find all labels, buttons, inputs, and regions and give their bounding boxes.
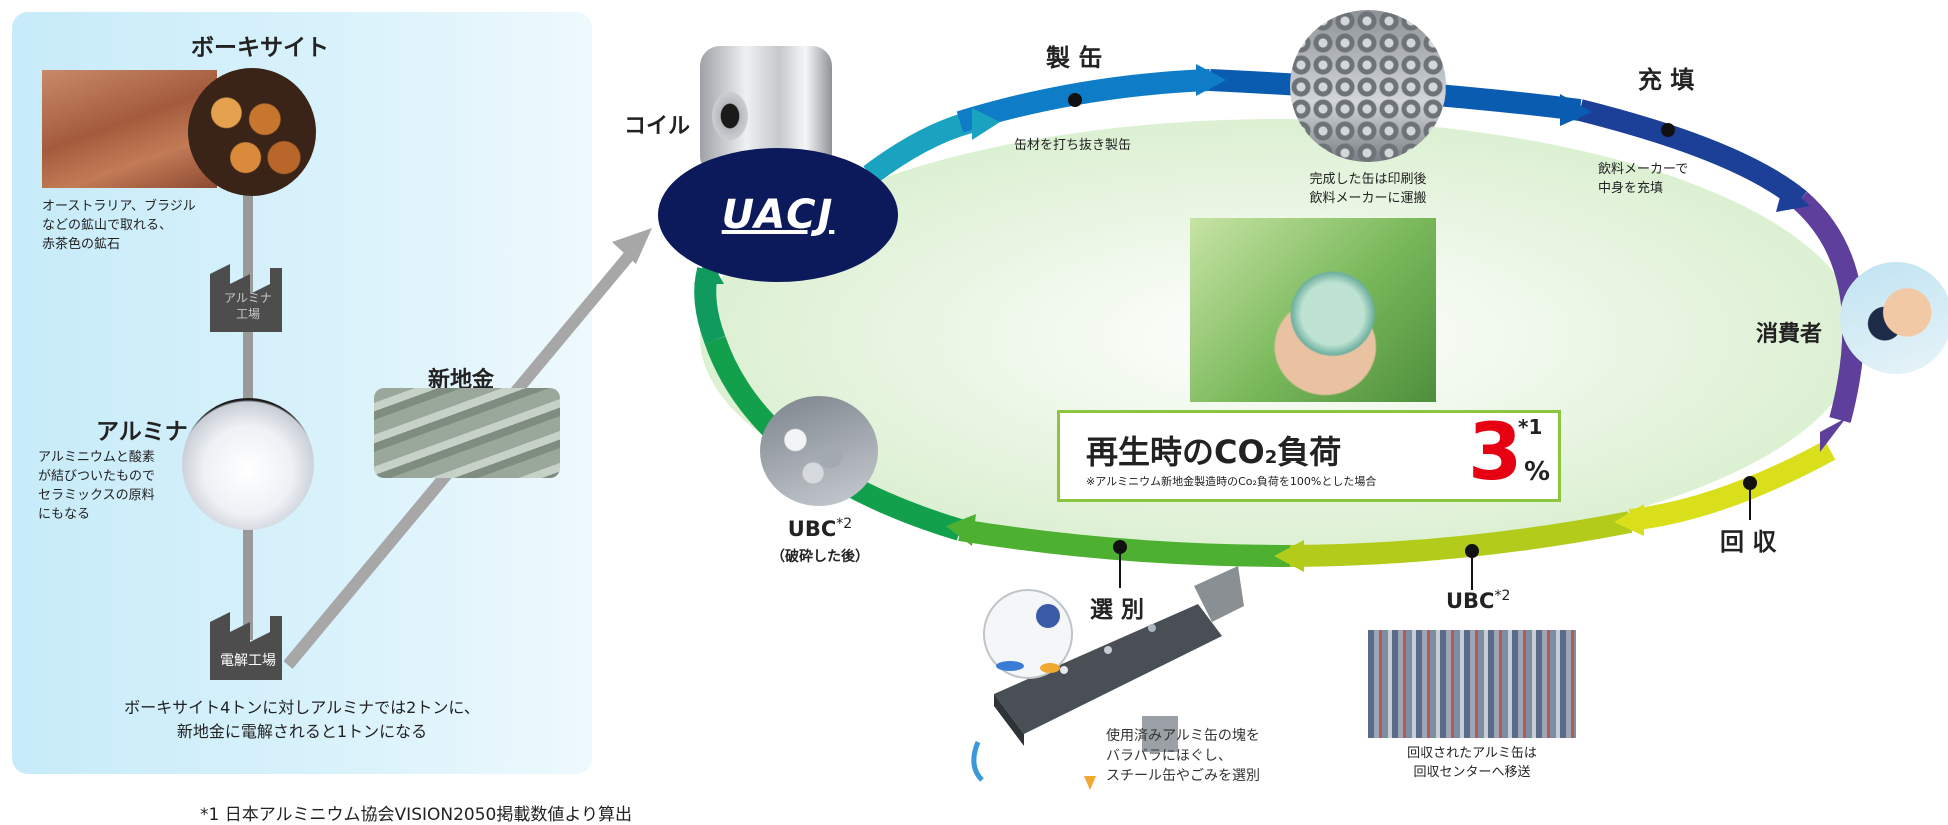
filling-desc-line: 飲料メーカーで	[1598, 162, 1689, 177]
cans-desc-line: 完成した缶は印刷後	[1309, 172, 1427, 187]
alumina-desc-line: が結びついたもので	[38, 469, 156, 484]
summary-line: 新地金に電解されると1トンになる	[176, 722, 428, 741]
ubc-bale-photo	[1368, 630, 1576, 738]
loop-arc-blue	[956, 69, 1211, 133]
uacj-logo	[658, 148, 898, 282]
bauxite-photo	[188, 68, 316, 196]
arrowhead	[1196, 64, 1226, 96]
smelter-label: 電解工場	[220, 653, 276, 669]
step-sorting-title: 選 別	[1090, 597, 1145, 623]
magnet-icon	[1036, 604, 1060, 628]
co2-title-post: 負荷	[1277, 433, 1342, 471]
bauxite-desc-line: オーストラリア、ブラジル	[42, 199, 196, 214]
alumina-desc-line: セラミックスの原料	[38, 488, 155, 503]
loop-arc-yellow	[1628, 440, 1836, 531]
co2-title: 再生時のCO2負荷	[1086, 427, 1341, 473]
bauxite-description: オーストラリア、ブラジル などの鉱山で取れる、 赤茶色の鉱石	[42, 197, 242, 254]
alumina-desc-line: アルミニウムと酸素	[38, 450, 155, 465]
step-ubc-crushed-title: UBC*2	[760, 516, 880, 541]
step-filling-title: 充 填	[1638, 66, 1695, 94]
bauxite-desc-line: などの鉱山で取れる、	[42, 218, 173, 233]
bauxite-mine-photo	[42, 70, 217, 188]
ingot-photo	[374, 388, 560, 478]
summary-line: ボーキサイト4トンに対しアルミナでは2トンに、	[124, 698, 480, 717]
coil-label: コイル	[624, 114, 691, 139]
earth-in-hands-photo	[1190, 218, 1436, 402]
alumina-desc-line: にもなる	[38, 507, 91, 522]
co2-note: ※アルミニウム新地金製造時のCo₂負荷を100%とした場合	[1086, 475, 1377, 488]
alumina-factory-line: アルミナ	[224, 291, 272, 305]
co2-unit: %	[1524, 457, 1551, 487]
arrowhead	[972, 108, 1000, 140]
step-ubc-title: UBC*2	[1446, 588, 1510, 613]
arrowhead	[1820, 418, 1846, 452]
bauxite-title: ボーキサイト	[191, 35, 329, 61]
arrowhead	[1614, 504, 1644, 536]
coil-core	[712, 92, 748, 140]
sorting-desc: 使用済みアルミ缶の塊を バラバラにほぐし、 スチール缶やごみを選別	[1106, 726, 1260, 786]
ubc-sup: *2	[1494, 588, 1511, 604]
panel-summary: ボーキサイト4トンに対しアルミナでは2トンに、 新地金に電解されると1トンになる	[12, 696, 592, 744]
ubc-crushed-label: UBC	[787, 517, 837, 541]
consumer-photo	[1840, 262, 1948, 374]
ubc-desc-line: 回収センターへ移送	[1413, 765, 1531, 780]
factory-icon	[210, 612, 282, 680]
filling-desc-line: 中身を充填	[1598, 181, 1664, 196]
co2-box: 再生時のCO2負荷 ※アルミニウム新地金製造時のCo₂負荷を100%とした場合 …	[1057, 408, 1561, 502]
step-consumer-title: 消費者	[1756, 322, 1823, 347]
co2-title-sub: 2	[1264, 447, 1278, 468]
bauxite-desc-line: 赤茶色の鉱石	[42, 237, 121, 252]
step-collection-title: 回 収	[1720, 528, 1777, 556]
alumina-photo	[182, 398, 314, 530]
alumina-factory-line: 工場	[235, 307, 260, 321]
ubc-desc-line: 回収されたアルミ缶は	[1407, 746, 1537, 761]
arrowhead	[1560, 94, 1592, 126]
flow-arrowhead	[612, 228, 652, 264]
factory-icon	[210, 264, 282, 332]
alumina-factory-label: アルミナ 工場	[214, 290, 282, 322]
ubc-crushed-sup: *2	[836, 516, 853, 532]
loop-arc-lime	[1289, 511, 1633, 567]
cans-desc-line: 飲料メーカーに運搬	[1309, 191, 1427, 206]
alumina-title: アルミナ	[96, 419, 188, 445]
arrowhead	[1274, 540, 1304, 572]
co2-title-pre: 再生時のCO	[1086, 433, 1265, 471]
co2-sup: *1	[1518, 415, 1543, 439]
ubc-label: UBC	[1446, 589, 1495, 613]
arrowhead	[946, 514, 976, 546]
sorting-conveyor-illustration	[971, 566, 1244, 790]
uacj-logo-text: UACJ	[721, 192, 835, 238]
co2-value: 3	[1468, 408, 1523, 498]
crushed-ubc-photo	[760, 396, 878, 506]
step-canmaking-title: 製 缶	[1046, 44, 1103, 72]
sorting-desc-line: バラバラにほぐし、	[1106, 748, 1232, 764]
cans-photo	[1290, 10, 1446, 162]
step-cans-desc: 完成した缶は印刷後 飲料メーカーに運搬	[1268, 170, 1468, 208]
step-pins	[1068, 93, 1757, 590]
pin-canmaking	[1068, 93, 1082, 107]
step-canmaking-desc: 缶材を打ち抜き製缶	[1014, 138, 1132, 153]
pin-filling	[1661, 123, 1675, 137]
loop-arrowheads	[694, 64, 1846, 572]
sorting-desc-line: 使用済みアルミ缶の塊を	[1106, 728, 1260, 744]
sorting-desc-line: スチール缶やごみを選別	[1106, 768, 1260, 784]
ubc-crushed-note: （破砕した後）	[771, 549, 869, 565]
step-filling-desc: 飲料メーカーで 中身を充填	[1598, 160, 1688, 198]
arrowhead	[1776, 182, 1810, 212]
ubc-bale-desc: 回収されたアルミ缶は 回収センターへ移送	[1368, 744, 1576, 782]
alumina-description: アルミニウムと酸素 が結びついたもので セラミックスの原料 にもなる	[38, 448, 198, 524]
